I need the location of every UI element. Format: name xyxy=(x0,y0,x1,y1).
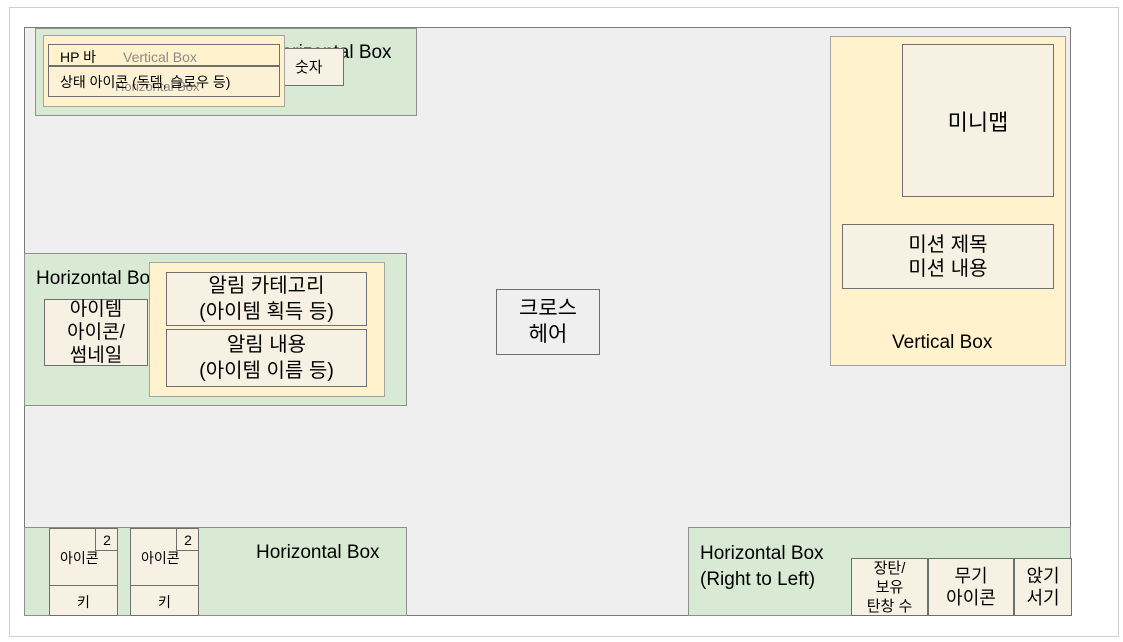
mission-box: 미션 제목 미션 내용 xyxy=(842,224,1054,289)
hp-bar: HP 바 xyxy=(48,44,280,66)
notification-content: 알림 내용 (아이템 이름 등) xyxy=(166,329,367,387)
weapon-icon-box: 무기 아이콘 xyxy=(928,558,1014,616)
hp-status-vertical-label: Vertical Box xyxy=(123,49,197,65)
status-icons-row: Horizontal Box 상태 아이콘 (독뎀, 슬로우 등) xyxy=(48,66,280,97)
quickslot-2-key: 키 xyxy=(158,594,171,610)
hp-bar-label: HP 바 xyxy=(60,49,96,65)
quickslot-1-count: 2 xyxy=(95,529,118,551)
crosshair: 크로스 헤어 xyxy=(496,289,600,355)
quickslot-horizontal-label: Horizontal Box xyxy=(256,542,380,563)
weapon-horizontal-label: Horizontal Box (Right to Left) xyxy=(700,543,824,590)
number-box: 숫자 xyxy=(284,48,344,86)
quickslot-2-icon-area: 아이콘 2 xyxy=(131,529,199,586)
notification-horizontal-label: Horizontal Box xyxy=(36,268,160,289)
ammo-count-box: 장탄/ 보유 탄창 수 xyxy=(851,558,928,616)
item-thumbnail: 아이템 아이콘/ 썸네일 xyxy=(44,299,148,366)
number-label: 숫자 xyxy=(295,59,323,76)
quickslot-1-key: 키 xyxy=(77,594,90,610)
quickslot-2: 아이콘 2 키 xyxy=(130,528,199,616)
minimap-vertical-label: Vertical Box xyxy=(892,332,993,353)
quickslot-2-count: 2 xyxy=(176,529,199,551)
quickslot-1: 아이콘 2 키 xyxy=(49,528,118,616)
quickslot-1-icon-label: 아이콘 xyxy=(60,550,99,566)
quickslot-1-icon-area: 아이콘 2 xyxy=(50,529,118,586)
quickslot-2-icon-label: 아이콘 xyxy=(141,550,180,566)
status-icons-horizontal-label: Horizontal Box xyxy=(115,79,200,94)
stance-box: 앉기 서기 xyxy=(1014,558,1072,616)
hp-status-vertical-box: Vertical Box xyxy=(43,35,285,107)
minimap: 미니맵 xyxy=(902,44,1054,197)
notification-category: 알림 카테고리 (아이템 획득 등) xyxy=(166,272,367,326)
status-icons-label: 상태 아이콘 (독뎀, 슬로우 등) xyxy=(60,74,231,90)
